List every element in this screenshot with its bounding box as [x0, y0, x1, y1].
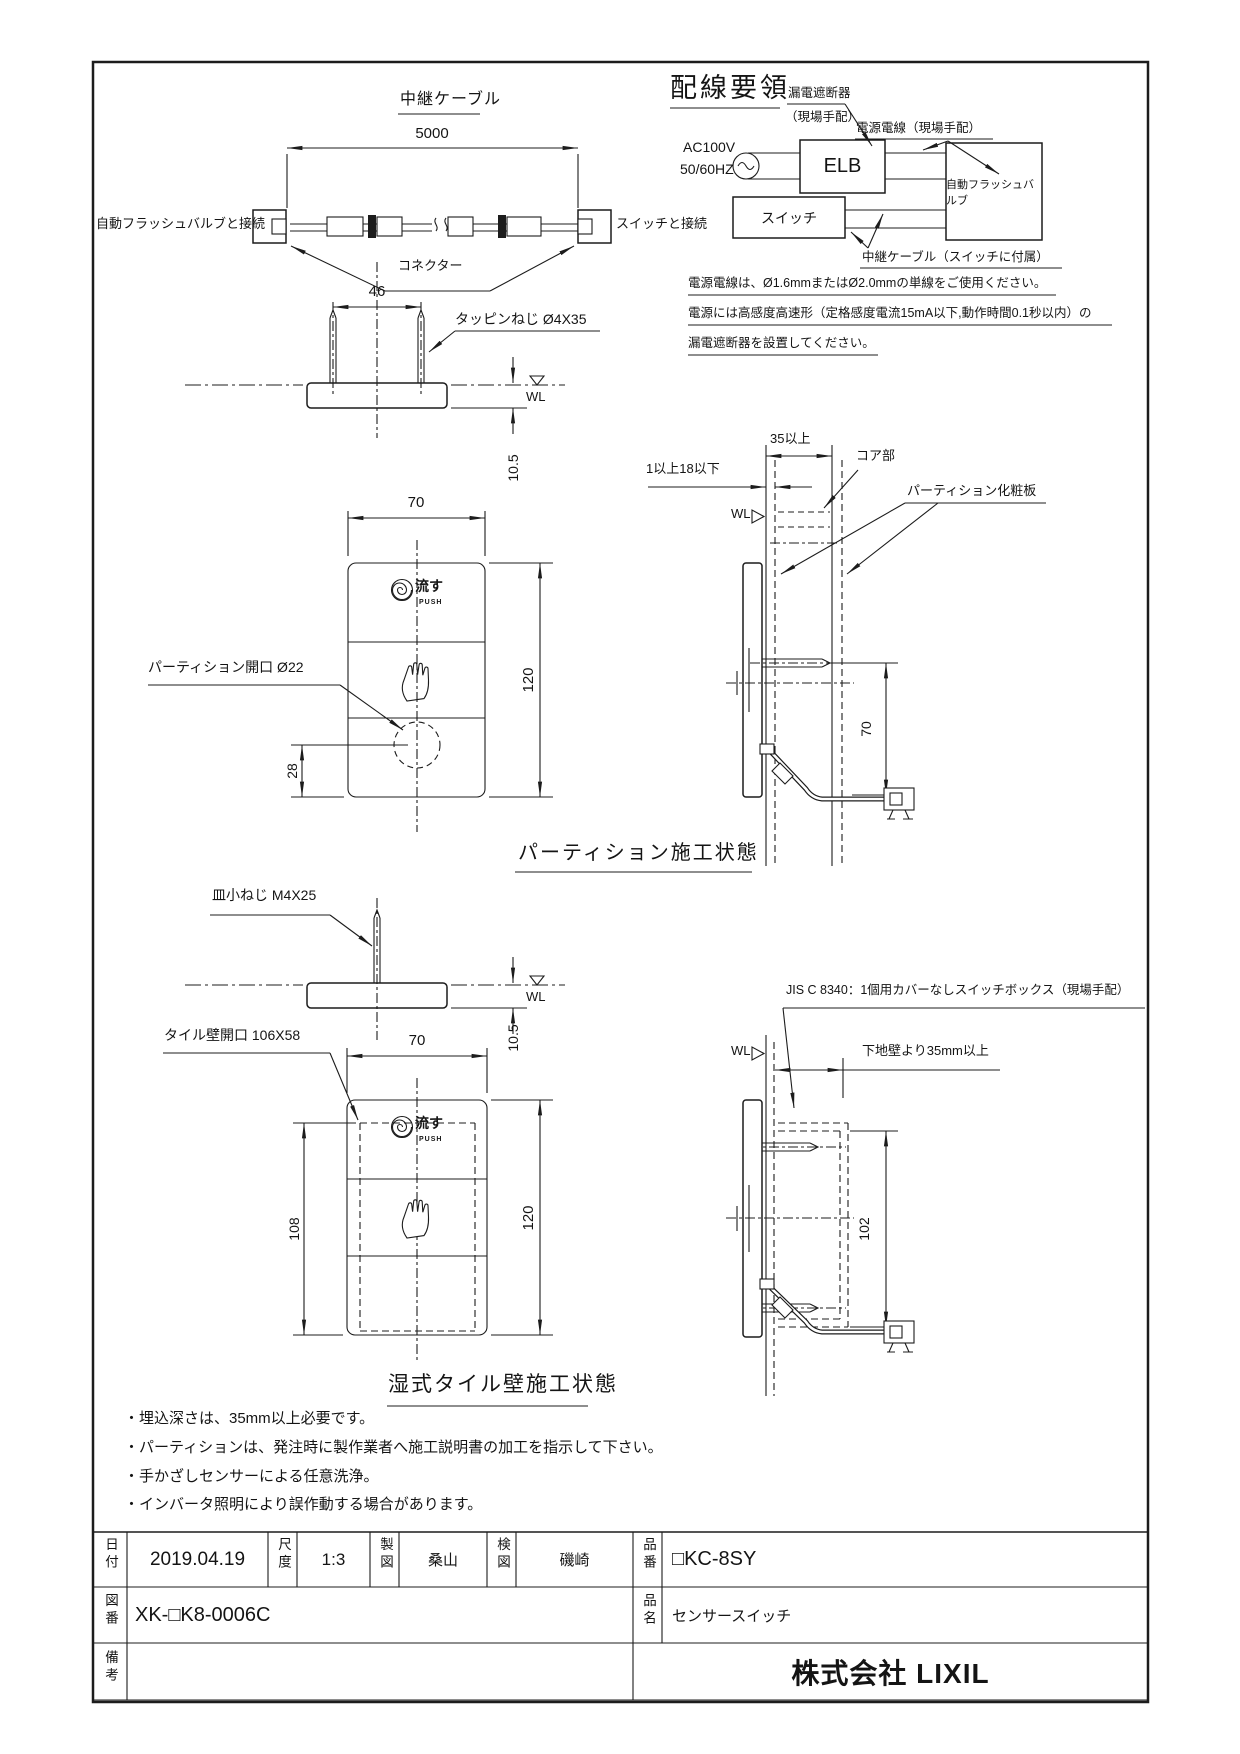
board-thickness-dim: 35以上: [770, 431, 811, 446]
tb-part-no-label: 品番: [641, 1537, 656, 1572]
tb-checked-value: 磯崎: [559, 1552, 590, 1569]
breaker-label-line1: 漏電遮断器: [788, 86, 851, 100]
wiring-note-2: 電源には高感度高速形（定格感度電流15mA以下,動作時間0.1秒以内）の: [688, 306, 1092, 320]
cable-right-label: スイッチと接続: [616, 216, 708, 231]
tb-drawing-no-label: 図番: [103, 1593, 118, 1628]
tile-side-view: [387, 1007, 1145, 1407]
wl-label-top-1: WL: [526, 389, 546, 404]
partition-side-view: [515, 445, 1046, 873]
wall-offset-dim: 下地壁より35mm以上: [862, 1043, 989, 1058]
tb-scale-label: 尺度: [276, 1537, 291, 1572]
tb-remarks-label: 備考: [103, 1650, 118, 1685]
wiring-diagram: [670, 103, 1112, 356]
tb-drafted-label: 製図: [378, 1537, 393, 1572]
flush-logo-push-1: PUSH: [419, 599, 443, 606]
face-board-label: パーティション化粧板: [907, 483, 1037, 498]
power-wire-label: 電源電線（現場手配）: [856, 121, 982, 135]
panel-height-dim-2: 120: [520, 1205, 537, 1231]
relay-cable-label: 中継ケーブル（スイッチに付属）: [862, 250, 1049, 264]
border-frame: [91, 60, 1150, 1704]
hole-offset-dim: 28: [284, 763, 300, 779]
panel-width-dim-2: 70: [408, 1032, 426, 1049]
tile-top-view: [185, 898, 565, 1040]
wl-marker-icon: [528, 375, 546, 386]
tb-scale-value: 1:3: [321, 1549, 346, 1569]
partition-opening-label: パーティション開口 Ø22: [148, 659, 304, 675]
ac-frequency-label: 50/60HZ: [680, 161, 734, 177]
caption-tile: 湿式タイル壁施工状態: [388, 1373, 618, 1396]
tb-part-no-value: □KC-8SY: [672, 1548, 757, 1570]
screw-pitch-dim: 46: [368, 283, 386, 300]
switch-box-label: スイッチ: [761, 209, 817, 226]
tb-checked-label: 検図: [495, 1537, 510, 1572]
wl-label-side-1: WL: [731, 506, 751, 521]
valve-box-label: 自動フラッシュバルブ: [946, 178, 1034, 207]
tile-opening-label: タイル壁開口 106X58: [164, 1027, 301, 1043]
cable-connector-label: コネクター: [398, 258, 463, 273]
elb-label: ELB: [823, 155, 862, 177]
wl-marker-icon: [751, 1046, 766, 1061]
panel-deco: [390, 578, 430, 702]
wiring-note-1: 電源電線は、Ø1.6mmまたはØ2.0mmの単線をご使用ください。: [688, 276, 1047, 290]
cable-drawing: [252, 113, 612, 292]
hand-sensor-icon: [401, 662, 430, 702]
wiring-note-3: 漏電遮断器を設置してください。: [688, 336, 875, 350]
panel-height-dim-1: 120: [520, 667, 537, 693]
plate-depth-dim-1: 10.5: [505, 454, 521, 482]
note-3: ・手かざしセンサーによる任意洗浄。: [124, 1468, 379, 1485]
note-2: ・パーティションは、発注時に製作業者へ施工説明書の加工を指示して下さい。: [124, 1439, 663, 1456]
tapping-screw-label: タッピンねじ Ø4X35: [455, 311, 587, 327]
panel-width-dim-1: 70: [407, 494, 425, 511]
note-4: ・インバータ照明により誤作動する場合があります。: [124, 1496, 483, 1513]
flush-spiral-icon: [390, 578, 414, 602]
caption-partition: パーティション施工状態: [518, 842, 759, 864]
box-height-dim: 102: [856, 1217, 872, 1241]
ac-source-icon: [732, 152, 760, 180]
wl-marker-icon: [751, 509, 766, 524]
jis-box-label: JIS C 8340：1個用カバーなしスイッチボックス（現場手配）: [786, 983, 1130, 997]
tb-product-value: センサースイッチ: [672, 1607, 792, 1625]
title-block-grid: [93, 1531, 1148, 1700]
partition-front-view: [148, 511, 553, 832]
opening-height-dim: 108: [286, 1217, 302, 1241]
wiring-title: 配線要領: [670, 73, 790, 103]
tb-date-label: 日付: [103, 1537, 118, 1572]
side-height-dim: 70: [858, 721, 874, 737]
note-1: ・埋込深さは、35mm以上必要です。: [124, 1410, 375, 1427]
tb-drawing-no-value: XK-□K8-0006C: [135, 1603, 271, 1626]
tb-date-value: 2019.04.19: [149, 1548, 246, 1570]
countersunk-screw-label: 皿小ねじ M4X25: [212, 887, 317, 903]
tb-product-label: 品名: [641, 1593, 656, 1628]
cable-title: 中継ケーブル: [400, 91, 502, 108]
flush-logo-push-2: PUSH: [419, 1136, 443, 1143]
ac-voltage-label: AC100V: [683, 139, 736, 155]
partition-top-view: [185, 262, 600, 438]
flush-logo-text-2: 流す: [415, 1115, 443, 1131]
tile-front-view: [163, 1048, 553, 1362]
cable-length-dim: 5000: [415, 125, 449, 142]
wl-marker-icon: [528, 975, 546, 986]
cable-left-label: 自動フラッシュバルブと接続: [96, 216, 266, 231]
company-name: 株式会社 LIXIL: [791, 1657, 990, 1689]
breaker-label-line2: （現場手配）: [785, 110, 861, 124]
face-gap-dim: 1以上18以下: [646, 461, 720, 476]
wl-label-side-2: WL: [731, 1043, 751, 1058]
tb-drafted-value: 桑山: [427, 1552, 458, 1569]
flush-logo-text-1: 流す: [415, 578, 443, 594]
plate-depth-dim-2: 10.5: [505, 1024, 521, 1052]
wl-label-top-2: WL: [526, 989, 546, 1004]
core-label: コア部: [856, 448, 896, 463]
